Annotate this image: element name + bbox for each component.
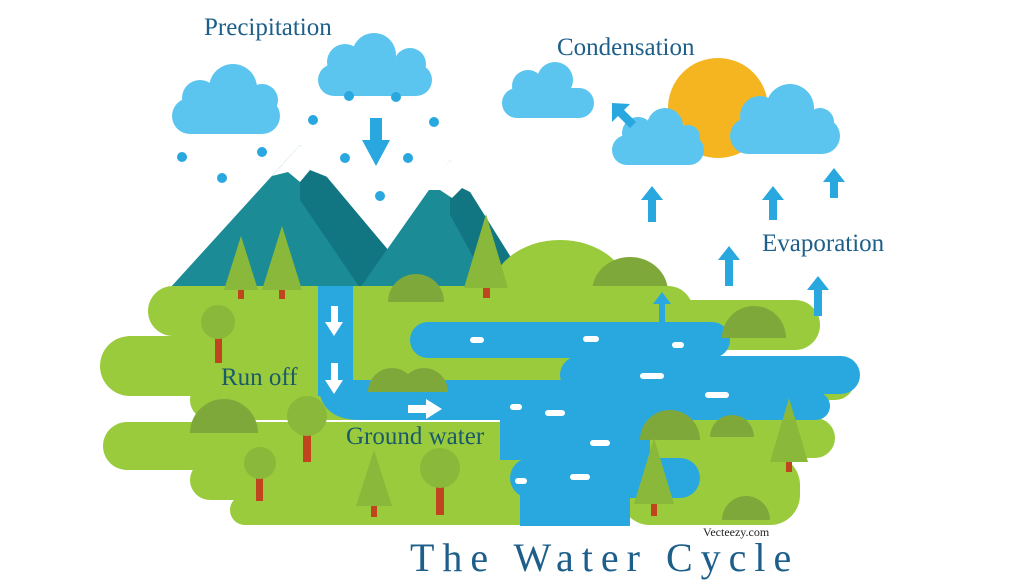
arrow-up-icon xyxy=(641,168,845,322)
cloud-icon xyxy=(730,84,840,154)
raindrops xyxy=(177,91,439,201)
condensation-label: Condensation xyxy=(557,34,695,61)
cloud-icon xyxy=(502,62,594,118)
diagram-title: The Water Cycle xyxy=(410,535,800,580)
cloud-icon xyxy=(172,64,280,134)
run-off-label: Run off xyxy=(221,364,298,391)
credit-watermark: Vecteezy.com xyxy=(703,525,770,539)
arrows xyxy=(325,103,845,419)
arrow-down-icon xyxy=(362,118,390,166)
pine-trees xyxy=(224,214,808,517)
evaporation-label: Evaporation xyxy=(762,230,885,257)
water-ripples xyxy=(470,336,729,484)
ground-water-label: Ground water xyxy=(346,423,485,450)
cloud-icon xyxy=(318,33,432,96)
bushes xyxy=(190,274,786,520)
round-trees xyxy=(201,305,460,515)
arrow-flow-icon xyxy=(325,306,442,419)
arrow-up-left-icon xyxy=(612,103,636,128)
water-cycle-illustration xyxy=(100,33,860,526)
clouds xyxy=(172,33,840,165)
precipitation-label: Precipitation xyxy=(204,14,332,41)
